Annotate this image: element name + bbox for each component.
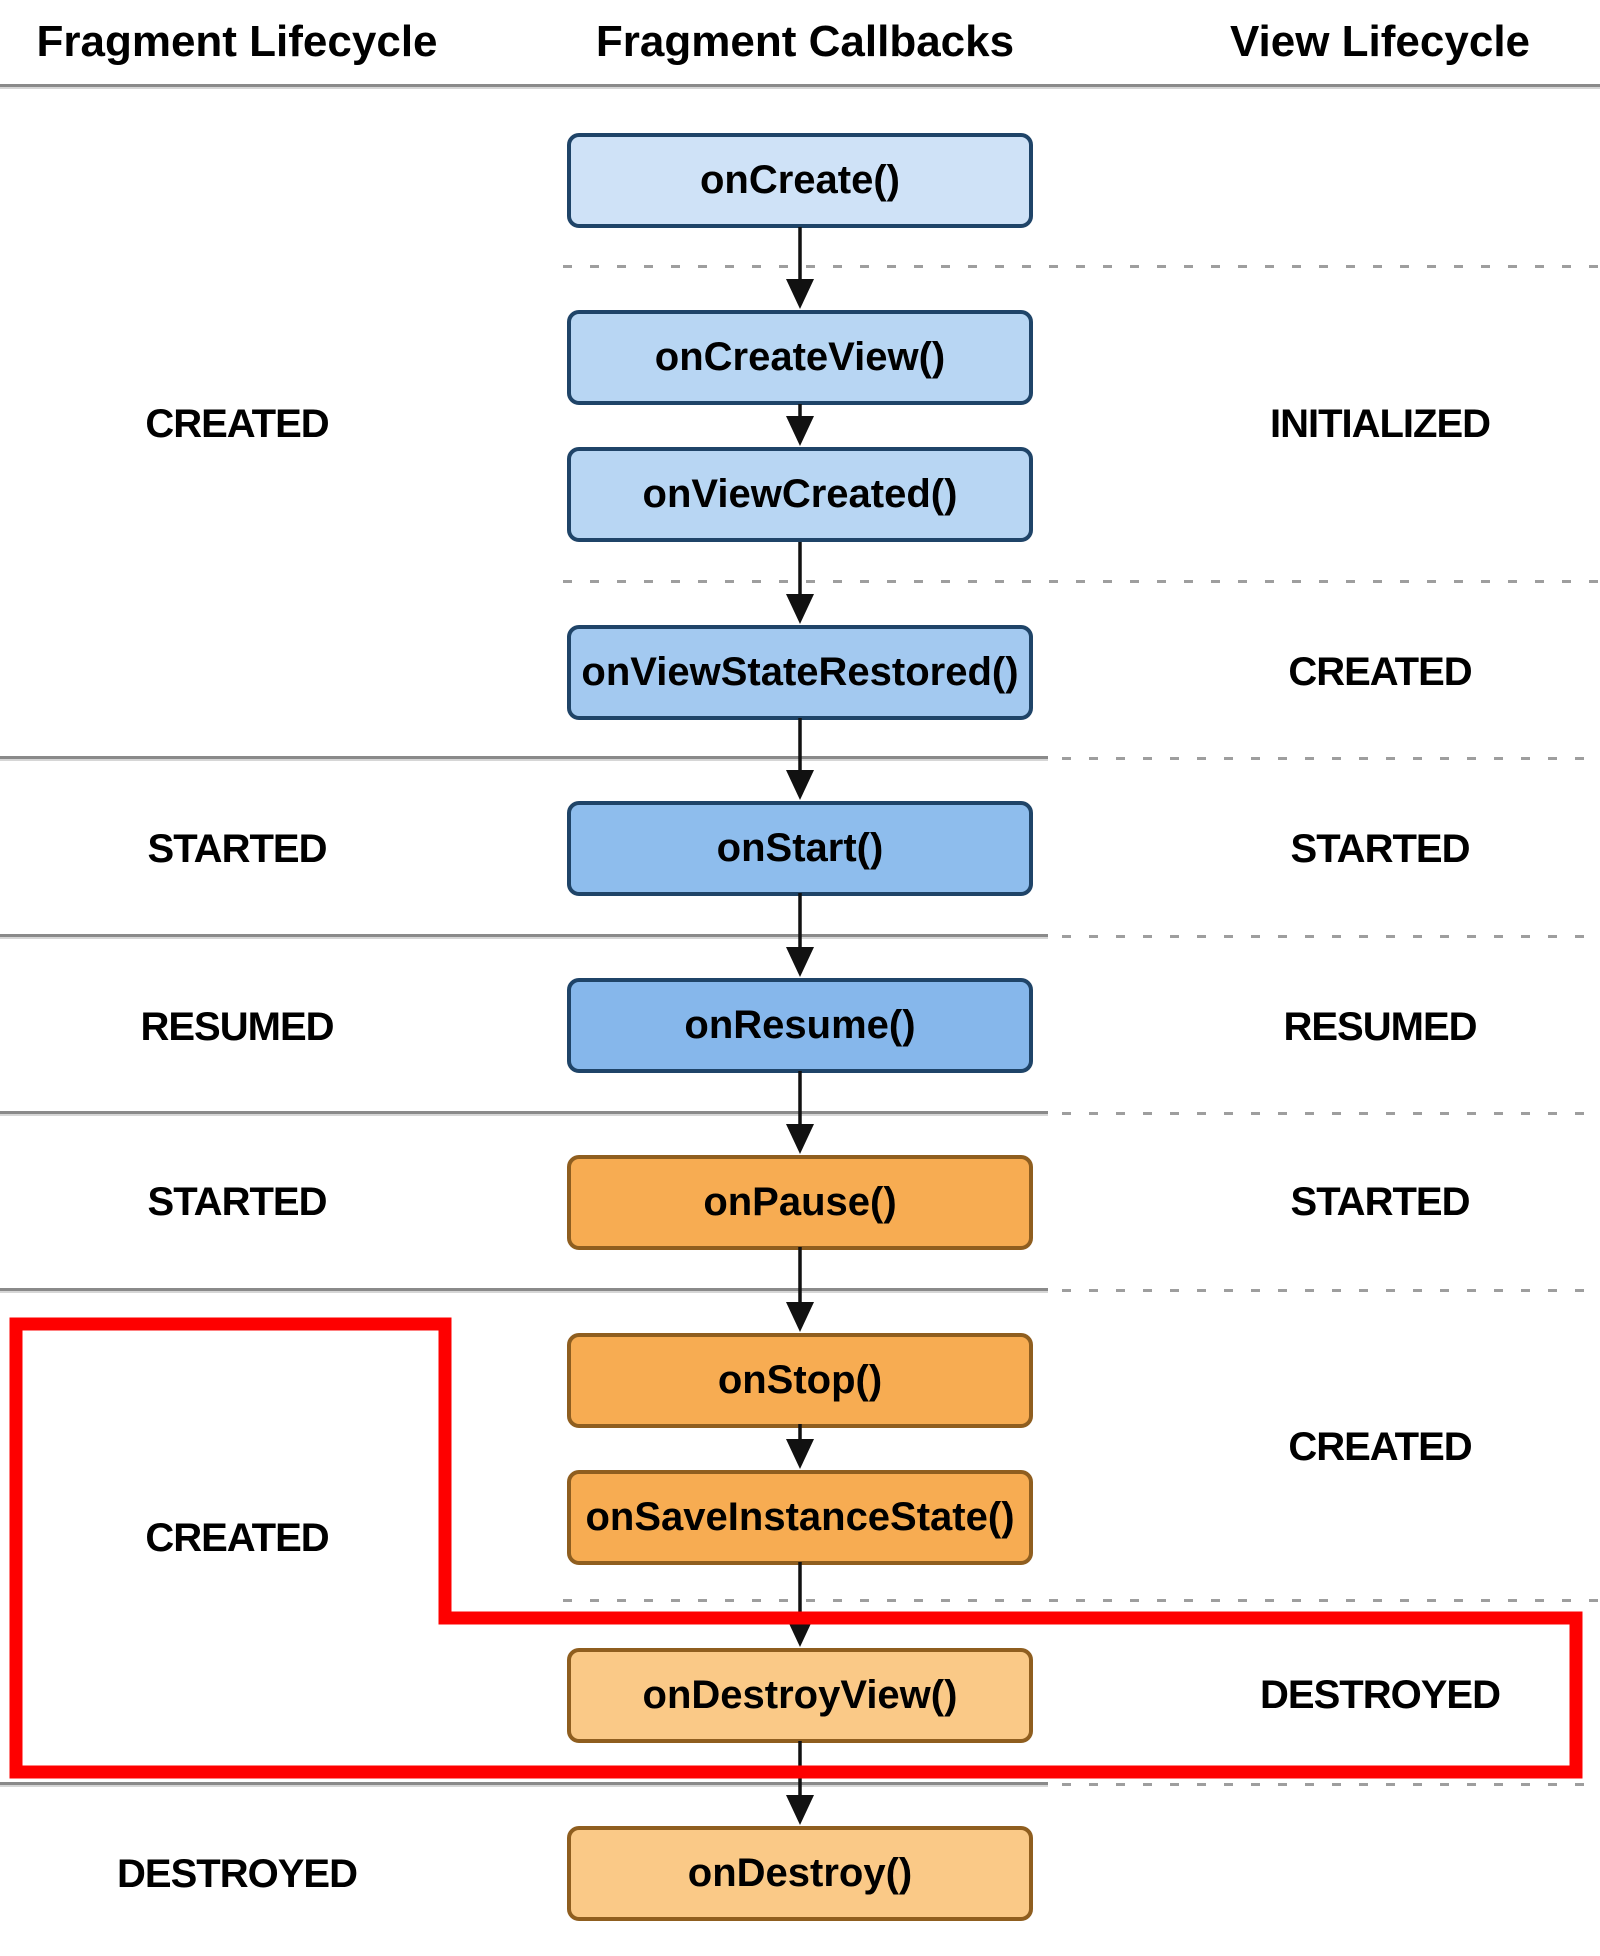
callback-box-onviewstaterestored: onViewStateRestored() bbox=[567, 625, 1033, 720]
callback-box-onresume: onResume() bbox=[567, 978, 1033, 1073]
view-state-started-2: STARTED bbox=[1290, 1180, 1471, 1224]
callback-box-ondestroyview: onDestroyView() bbox=[567, 1648, 1033, 1743]
fragment-state-started-2: STARTED bbox=[147, 1180, 328, 1224]
solid-separator bbox=[0, 756, 1048, 761]
solid-separator bbox=[0, 1782, 1048, 1787]
callback-box-onpause: onPause() bbox=[567, 1155, 1033, 1250]
view-state-initialized: INITIALIZED bbox=[1269, 402, 1491, 446]
dashed-separator bbox=[1062, 934, 1600, 939]
dashed-separator bbox=[1062, 756, 1600, 761]
column-header-fragment-lifecycle: Fragment Lifecycle bbox=[36, 17, 438, 66]
view-state-destroyed: DESTROYED bbox=[1260, 1673, 1501, 1717]
solid-separator bbox=[0, 1111, 1048, 1116]
view-state-started: STARTED bbox=[1290, 827, 1471, 871]
view-state-resumed: RESUMED bbox=[1283, 1005, 1477, 1049]
solid-separator bbox=[0, 1288, 1048, 1293]
fragment-state-destroyed: DESTROYED bbox=[117, 1852, 358, 1896]
dashed-separator bbox=[1062, 1288, 1600, 1293]
dashed-separator bbox=[1062, 1782, 1600, 1787]
callback-box-oncreate: onCreate() bbox=[567, 133, 1033, 228]
callback-box-ondestroy: onDestroy() bbox=[567, 1826, 1033, 1921]
column-header-fragment-callbacks: Fragment Callbacks bbox=[595, 17, 1015, 66]
column-header-view-lifecycle: View Lifecycle bbox=[1229, 17, 1531, 66]
callback-box-oncreateview: onCreateView() bbox=[567, 310, 1033, 405]
fragment-state-resumed: RESUMED bbox=[140, 1005, 334, 1049]
callback-box-onsaveinstancestate: onSaveInstanceState() bbox=[567, 1470, 1033, 1565]
solid-separator bbox=[0, 934, 1048, 939]
view-state-created: CREATED bbox=[1288, 650, 1472, 694]
dashed-separator bbox=[1062, 1111, 1600, 1116]
callback-box-onstop: onStop() bbox=[567, 1333, 1033, 1428]
callback-box-onviewcreated: onViewCreated() bbox=[567, 447, 1033, 542]
dashed-separator bbox=[563, 264, 1600, 269]
view-state-created-2: CREATED bbox=[1288, 1425, 1472, 1469]
fragment-state-created: CREATED bbox=[145, 402, 329, 446]
header-underline bbox=[0, 84, 1600, 89]
fragment-state-started: STARTED bbox=[147, 827, 328, 871]
fragment-state-created-2: CREATED bbox=[145, 1516, 329, 1560]
dashed-separator bbox=[563, 579, 1600, 584]
dashed-separator bbox=[563, 1598, 1600, 1603]
callback-box-onstart: onStart() bbox=[567, 801, 1033, 896]
